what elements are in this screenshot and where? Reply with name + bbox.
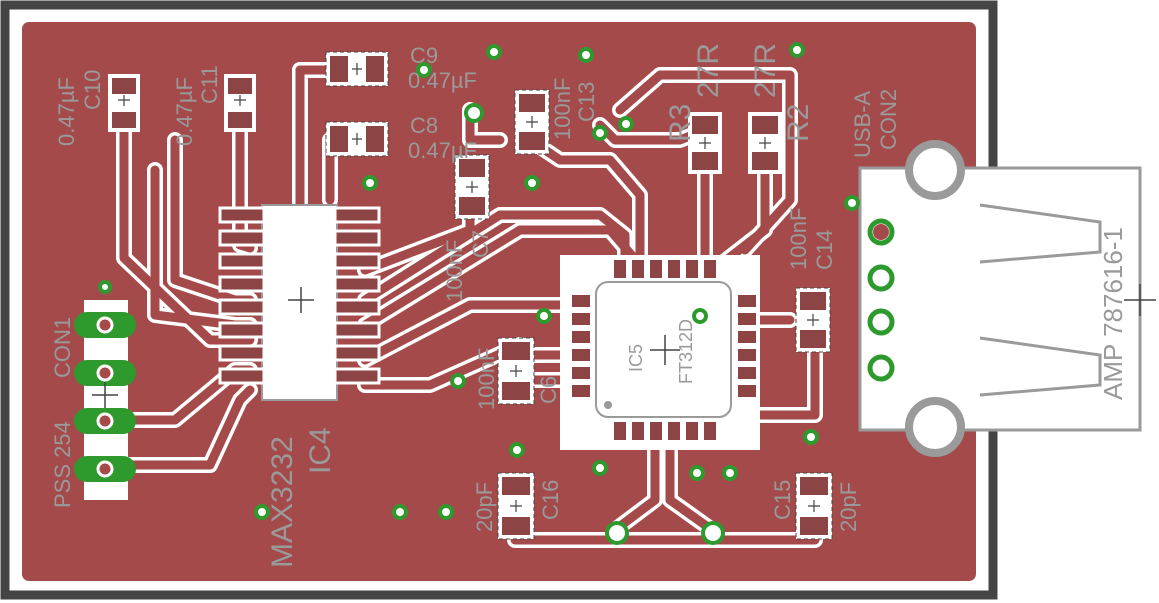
c10-footprint <box>108 74 140 132</box>
c16-value-label: 20pF <box>472 482 497 532</box>
ic4-ref-label: IC4 <box>304 427 337 474</box>
usb-type-label: USB-A <box>850 90 875 158</box>
c11-ref-label: C11 <box>197 65 222 104</box>
usb-connector <box>858 140 1156 457</box>
r2-ref-label: R2 <box>782 104 815 142</box>
ic5-ref-label: IC5 <box>626 344 646 372</box>
con1-value-label: PSS 254 <box>50 421 75 508</box>
c11-value-label: 0.47µF <box>172 77 197 146</box>
r3-ref-label: R3 <box>664 104 697 142</box>
c14-value-label: 100nF <box>786 208 811 270</box>
c15-value-label: 20pF <box>836 482 861 532</box>
c9-value-label: 0.47µF <box>408 68 477 93</box>
c6-ref-label: C6 <box>536 376 561 404</box>
ic4-footprint <box>218 204 381 401</box>
c16-footprint <box>497 472 535 540</box>
c16-ref-label: C16 <box>538 480 563 520</box>
c14-footprint <box>795 287 831 353</box>
usb-ref-label: CON2 <box>876 89 901 150</box>
c9-ref-label: C9 <box>410 43 438 68</box>
c8-ref-label: C8 <box>410 113 438 138</box>
c13-ref-label: C13 <box>574 82 599 122</box>
c10-ref-label: C10 <box>80 70 105 110</box>
c13-footprint <box>514 89 550 155</box>
c13-value-label: 100nF <box>550 78 575 140</box>
ic5-footprint <box>560 255 760 450</box>
amp-part-label: AMP 787616-1 <box>1098 227 1128 400</box>
con1-ref-label: CON1 <box>50 317 75 378</box>
vias <box>98 42 860 545</box>
silkscreen-labels: 0.47µF C10 0.47µF C11 C9 0.47µF C8 0.47µ… <box>50 43 1128 568</box>
c15-footprint <box>795 472 833 540</box>
ic4-value-label: MAX3232 <box>266 436 299 568</box>
ic5-value-label: FT312D <box>676 319 696 384</box>
c6-value-label: 100nF <box>474 348 499 410</box>
smd-footprints <box>108 51 833 540</box>
c9-footprint <box>325 51 389 87</box>
c14-ref-label: C14 <box>812 230 837 270</box>
r3-footprint <box>688 112 722 174</box>
c15-ref-label: C15 <box>770 480 795 520</box>
c11-footprint <box>224 74 256 132</box>
con1-header <box>74 300 136 500</box>
c8-footprint <box>325 121 389 157</box>
r2-footprint <box>748 112 782 174</box>
c6-footprint <box>497 337 535 405</box>
c7-value-label: 100nF <box>442 240 467 302</box>
r2-value-label: 27R <box>749 43 782 98</box>
r3-value-label: 27R <box>692 43 725 98</box>
c7-ref-label: C7 <box>468 230 493 258</box>
c8-value-label: 0.47µF <box>408 138 477 163</box>
c7-footprint <box>454 154 490 220</box>
c10-value-label: 0.47µF <box>54 77 79 146</box>
